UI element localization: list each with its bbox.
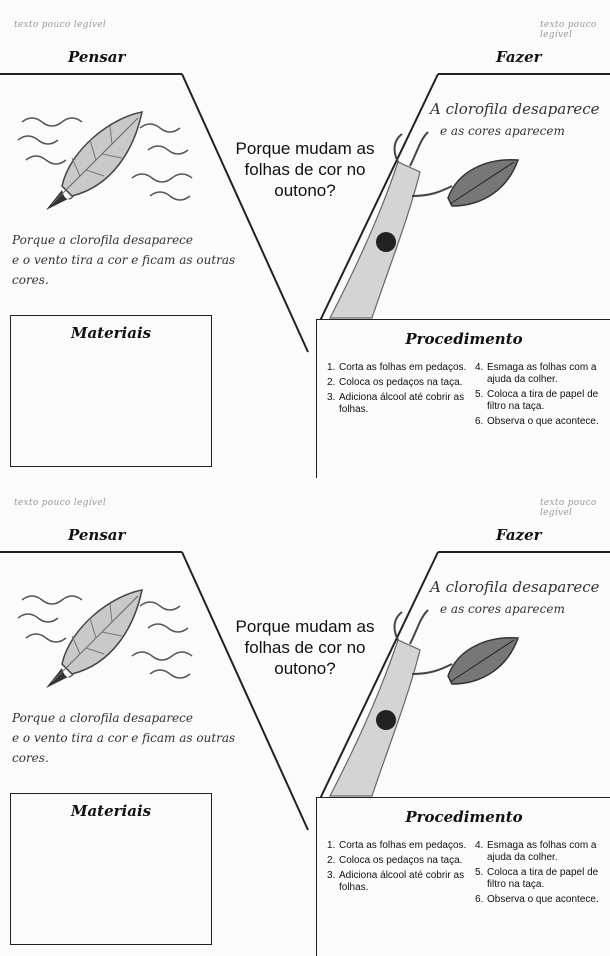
do-note-line: A clorofila desaparece	[430, 576, 600, 598]
procedure-step: 2.Coloca os pedaços na taça.	[327, 855, 467, 867]
think-title: Pensar	[68, 526, 125, 544]
worksheet-copy-bottom: texto pouco legível texto pouco legível …	[0, 478, 610, 956]
header-note-left: texto pouco legível	[14, 20, 106, 30]
question-text: Porque mudam as folhas de cor no outono?	[220, 138, 390, 201]
header-note-left: texto pouco legível	[14, 498, 106, 508]
steps-list-right: 4.Esmaga as folhas com a ajuda da colher…	[475, 362, 610, 431]
do-note-line: e as cores aparecem	[430, 598, 600, 620]
header-note-right: texto pouco legível	[540, 20, 610, 40]
procedure-step: 3.Adiciona álcool até cobrir as folhas.	[327, 392, 467, 416]
think-title: Pensar	[68, 48, 125, 66]
do-title: Fazer	[496, 48, 542, 66]
do-note: A clorofila desaparece e as cores aparec…	[430, 576, 600, 620]
header-note-right: texto pouco legível	[540, 498, 610, 518]
steps-list-right: 4.Esmaga as folhas com a ajuda da colher…	[475, 840, 610, 909]
procedure-step: 5.Coloca a tira de papel de filtro na ta…	[475, 389, 610, 413]
procedure-step: 1.Corta as folhas em pedaços.	[327, 840, 467, 852]
steps-list-left: 1.Corta as folhas em pedaços. 2.Coloca o…	[327, 362, 467, 419]
procedure-box: Procedimento 1.Corta as folhas em pedaço…	[316, 319, 610, 478]
think-answer-line: Porque a clorofila desaparece	[12, 230, 235, 250]
procedure-step: 6.Observa o que acontece.	[475, 416, 610, 428]
question-text: Porque mudam as folhas de cor no outono?	[220, 616, 390, 679]
materials-title: Materiais	[11, 324, 211, 342]
think-answer: Porque a clorofila desaparece e o vento …	[12, 230, 235, 290]
procedure-step: 1.Corta as folhas em pedaços.	[327, 362, 467, 374]
do-note-line: A clorofila desaparece	[430, 98, 600, 120]
think-answer-line: cores.	[12, 270, 235, 290]
procedure-step: 6.Observa o que acontece.	[475, 894, 610, 906]
think-answer-line: e o vento tira a cor e ficam as outras	[12, 250, 235, 270]
materials-box: Materiais	[10, 315, 212, 467]
procedure-step: 2.Coloca os pedaços na taça.	[327, 377, 467, 389]
procedure-step: 4.Esmaga as folhas com a ajuda da colher…	[475, 362, 610, 386]
materials-box: Materiais	[10, 793, 212, 945]
think-answer: Porque a clorofila desaparece e o vento …	[12, 708, 235, 768]
think-answer-line: e o vento tira a cor e ficam as outras	[12, 728, 235, 748]
procedure-step: 5.Coloca a tira de papel de filtro na ta…	[475, 867, 610, 891]
procedure-step: 3.Adiciona álcool até cobrir as folhas.	[327, 870, 467, 894]
procedure-title: Procedimento	[317, 330, 610, 348]
do-note: A clorofila desaparece e as cores aparec…	[430, 98, 600, 142]
procedure-box: Procedimento 1.Corta as folhas em pedaço…	[316, 797, 610, 956]
do-note-line: e as cores aparecem	[430, 120, 600, 142]
think-answer-line: cores.	[12, 748, 235, 768]
procedure-title: Procedimento	[317, 808, 610, 826]
materials-title: Materiais	[11, 802, 211, 820]
worksheet-copy-top: texto pouco legível texto pouco legível …	[0, 0, 610, 478]
leaf-drawing	[46, 112, 142, 210]
procedure-step: 4.Esmaga as folhas com a ajuda da colher…	[475, 840, 610, 864]
leaf-drawing	[46, 590, 142, 688]
do-title: Fazer	[496, 526, 542, 544]
think-answer-line: Porque a clorofila desaparece	[12, 708, 235, 728]
steps-list-left: 1.Corta as folhas em pedaços. 2.Coloca o…	[327, 840, 467, 897]
